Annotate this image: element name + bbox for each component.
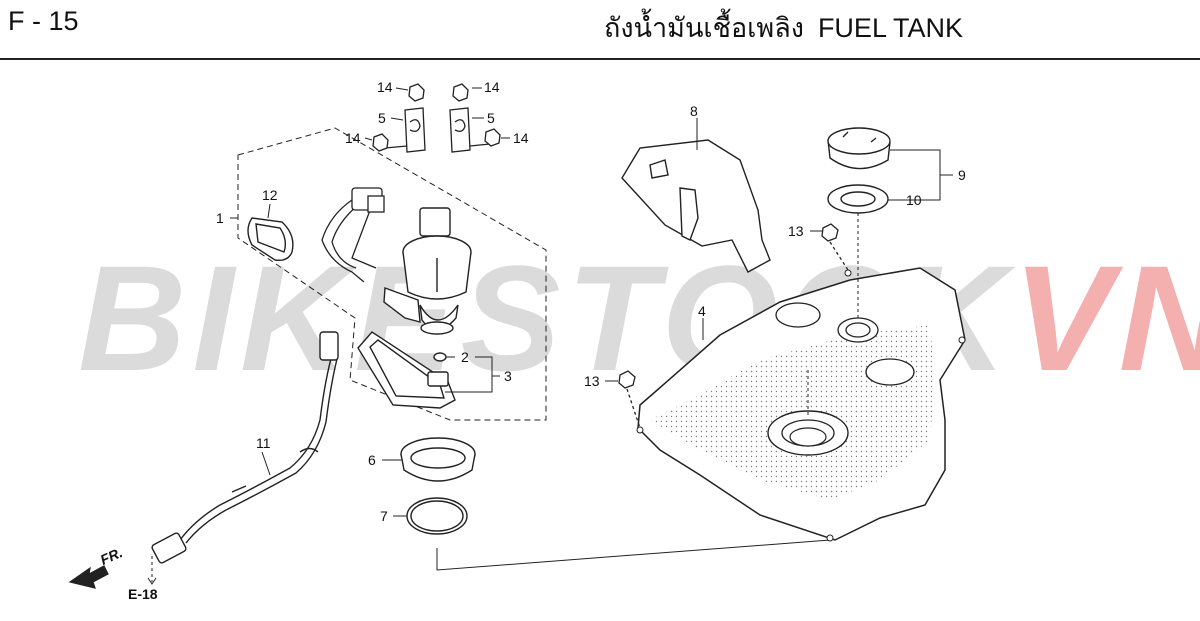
part-9-fuel-cap bbox=[827, 127, 891, 170]
page-code: F - 15 bbox=[8, 6, 79, 36]
part-10-cap-gasket bbox=[827, 184, 889, 214]
part-2-o-ring bbox=[433, 352, 447, 362]
part-5-clamp-right bbox=[449, 107, 491, 153]
callout-14-top-right: 14 bbox=[484, 79, 500, 95]
callout-12: 12 bbox=[262, 187, 278, 203]
page-header: F - 15 ถังน้ำมันเชื้อเพลิง FUEL TANK bbox=[0, 0, 1200, 58]
title-english: FUEL TANK bbox=[817, 13, 963, 43]
callout-3: 3 bbox=[504, 368, 512, 384]
part-11-fuel-hose bbox=[151, 331, 339, 564]
callout-13-left: 13 bbox=[584, 373, 600, 389]
callout-5-left: 5 bbox=[378, 110, 386, 126]
header-divider bbox=[0, 58, 1200, 60]
callout-1: 1 bbox=[216, 210, 224, 226]
callout-14-left: 14 bbox=[345, 130, 361, 146]
part-7-gasket bbox=[406, 497, 468, 535]
pump-wiring bbox=[321, 187, 385, 283]
callout-6: 6 bbox=[368, 452, 376, 468]
part-4-fuel-tank bbox=[636, 267, 966, 542]
part-6-retaining-ring bbox=[400, 437, 476, 482]
part-8-cover bbox=[621, 139, 771, 273]
part-12-seal bbox=[247, 217, 294, 262]
callout-2: 2 bbox=[461, 349, 469, 365]
part-14-nuts bbox=[372, 83, 501, 152]
callout-leaders bbox=[230, 87, 953, 517]
callout-9: 9 bbox=[958, 167, 966, 183]
callout-11: 11 bbox=[256, 435, 271, 451]
callout-7: 7 bbox=[380, 508, 388, 524]
page-title: ถังน้ำมันเชื้อเพลิง FUEL TANK bbox=[604, 6, 963, 49]
callout-8: 8 bbox=[690, 103, 698, 119]
exploded-parts-diagram bbox=[68, 83, 966, 589]
callout-4: 4 bbox=[698, 303, 706, 319]
front-direction-arrow bbox=[68, 565, 109, 589]
part-13-bolts bbox=[618, 223, 849, 429]
callout-5-right: 5 bbox=[487, 110, 495, 126]
assembly-leader-line bbox=[436, 539, 831, 571]
part-5-clamp-left bbox=[384, 107, 426, 153]
callout-14-top-left: 14 bbox=[377, 79, 393, 95]
part-3-bracket bbox=[357, 331, 456, 409]
reference-page-label: E-18 bbox=[128, 586, 158, 602]
fuel-pump-body bbox=[383, 207, 472, 335]
callout-10: 10 bbox=[906, 192, 922, 208]
callout-13-top: 13 bbox=[788, 223, 804, 239]
title-thai: ถังน้ำมันเชื้อเพลิง bbox=[604, 13, 804, 43]
callout-14-right: 14 bbox=[513, 130, 529, 146]
fuel-pump-assembly-outline bbox=[237, 127, 547, 421]
